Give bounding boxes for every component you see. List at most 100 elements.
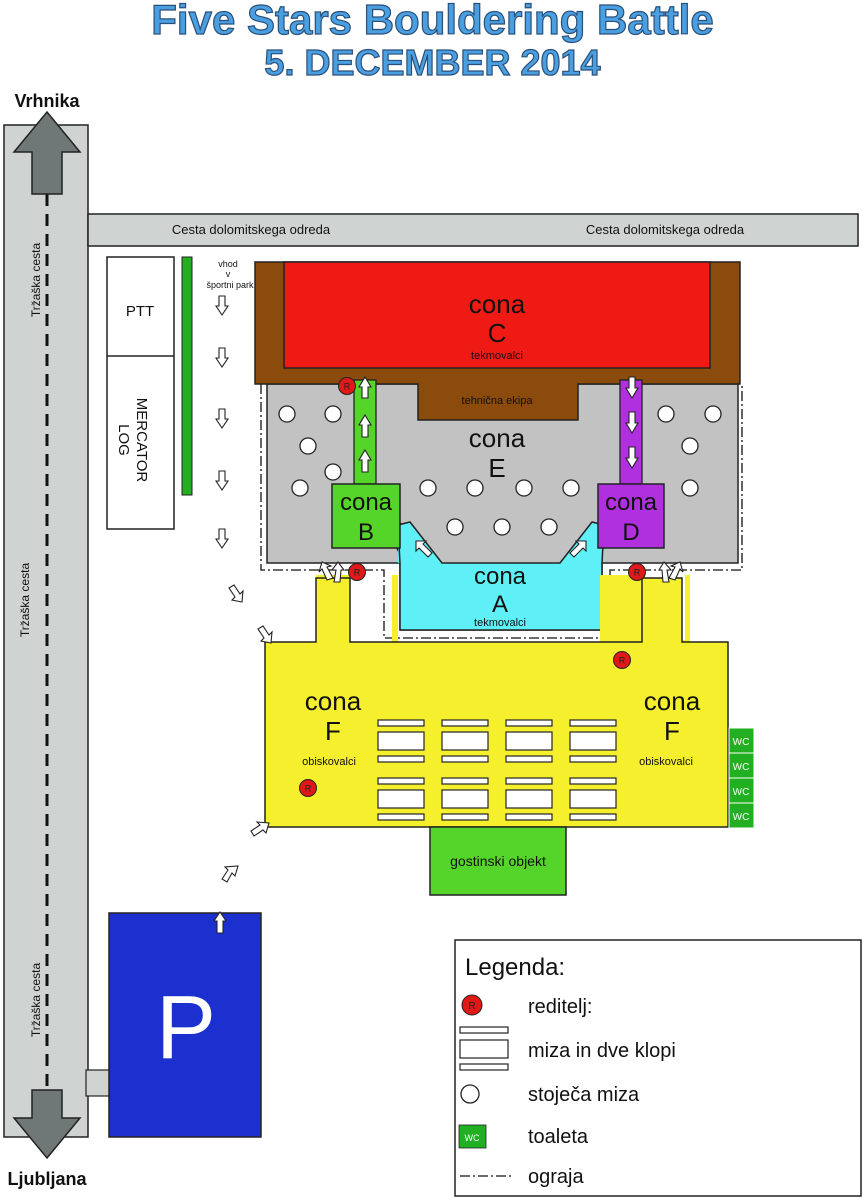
zone-e-letter: E (488, 453, 505, 483)
bench-table-part (569, 731, 617, 751)
road-label-1: Tržaška cesta (29, 243, 43, 318)
top-road (87, 213, 859, 247)
zone-e-word: cona (469, 423, 526, 453)
legend-table-icon (459, 1039, 509, 1059)
south-arrow-icon (12, 1089, 82, 1160)
arrow-down-icon (214, 470, 230, 491)
legend-wc-icon (458, 1124, 487, 1149)
arrow-down-icon (214, 528, 230, 549)
zone-f-right-letter: F (664, 716, 680, 746)
mercator-label-2: LOG (115, 424, 132, 456)
wc-label-1: WC (733, 737, 750, 748)
arrow-up-icon (358, 375, 372, 399)
zone-e-note: tehnična ekipa (462, 395, 534, 407)
label-vrhnika: Vrhnika (14, 91, 80, 111)
arrow-down-icon (214, 295, 230, 316)
bench-table-part (505, 777, 553, 785)
map-title: Five Stars Bouldering Battle (151, 0, 715, 44)
legend-item-director: reditelj: (528, 996, 592, 1018)
director-marker-letter: R (619, 656, 626, 666)
director-marker-icon (613, 651, 631, 669)
top-road-label-1: Cesta dolomitskega odreda (172, 222, 331, 237)
bench-table-part (569, 813, 617, 821)
zone-d-word: cona (605, 489, 658, 516)
arrow-diag-icon (668, 561, 684, 581)
entrance-label-2: v (226, 269, 231, 279)
zone-b-letter: B (358, 519, 374, 546)
director-marker-icon (299, 779, 317, 797)
bench-table-part (505, 755, 553, 763)
wc-blocks: WC WC WC WC (728, 727, 755, 829)
wc-label-4: WC (733, 812, 750, 823)
mercator-label: MERCATOR (133, 398, 150, 483)
legend-standing-icon (460, 1084, 480, 1104)
standing-tables (278, 405, 722, 536)
bench-table-part (377, 731, 425, 751)
legend-title: Legenda: (465, 954, 565, 981)
director-marker-icon (628, 563, 646, 581)
bench-table-part (569, 777, 617, 785)
bench-table-part (377, 813, 425, 821)
flow-arrows (318, 375, 684, 583)
arrow-diag-icon (569, 540, 587, 558)
arrow-up-icon (212, 911, 228, 934)
bench-table-part (441, 731, 489, 751)
legend-box (454, 939, 862, 1197)
bench-table-part (569, 719, 617, 727)
director-marker-letter: R (344, 382, 351, 392)
zone-f-left-letter: F (325, 716, 341, 746)
ptt-building (106, 256, 175, 530)
director-marker-letter: R (354, 568, 361, 578)
bench-table-part (441, 777, 489, 785)
bench-table-part (505, 719, 553, 727)
label-ljubljana: Ljubljana (7, 1169, 87, 1189)
zone-b (331, 483, 401, 549)
zone-c-note: tekmovalci (471, 350, 523, 362)
arrow-up-icon (358, 413, 372, 438)
arrow-down-icon (214, 347, 230, 368)
zone-f-left-note: obiskovalci (302, 756, 356, 768)
parking-icon: P (156, 978, 216, 1078)
roads: Vrhnika Ljubljana Tržaška cesta Tržaška … (3, 91, 859, 1189)
ptt-label: PTT (126, 303, 154, 320)
restaurant-label: gostinski objekt (450, 853, 546, 869)
arrow-down-icon (625, 446, 639, 470)
zone-d-letter: D (622, 519, 639, 546)
zone-a-letter: A (492, 591, 508, 618)
arrow-down-icon (625, 411, 639, 435)
legend-item-fence: ograja (528, 1166, 584, 1188)
road-label-2: Tržaška cesta (18, 563, 32, 638)
parking-lot (108, 912, 262, 1138)
legend-marker-icon (461, 994, 483, 1016)
director-marker-letter: R (305, 784, 312, 794)
top-road-label-2: Cesta dolomitskega odreda (586, 222, 745, 237)
bench-tables (377, 719, 617, 821)
arrow-diag-icon (318, 561, 334, 581)
arrow-diag-icon (228, 584, 244, 603)
zone-labels: cona C tekmovalci tehnična ekipa cona E … (302, 289, 701, 768)
zone-f-right-note: obiskovalci (639, 756, 693, 768)
restaurant (429, 826, 567, 896)
zone-f-left-word: cona (305, 686, 362, 716)
entrance-label-3: športni park (206, 280, 254, 290)
zone-f-right-word: cona (644, 686, 701, 716)
walking-path-arrows (212, 295, 273, 934)
zone-a-word: cona (474, 563, 527, 590)
arrow-diag-icon (658, 561, 673, 583)
zone-a-note: tekmovalci (474, 617, 526, 629)
zone-c (283, 261, 711, 369)
bench-table-part (441, 755, 489, 763)
bench-table-part (569, 789, 617, 809)
bench-table-part (377, 755, 425, 763)
parking-access (85, 1069, 113, 1097)
arrow-diag-icon (221, 865, 239, 883)
bench-table-part (441, 789, 489, 809)
bench-table-part (377, 777, 425, 785)
zone-c-word: cona (469, 289, 526, 319)
north-arrow-icon (12, 110, 82, 195)
fence (260, 384, 743, 639)
arrow-diag-icon (415, 540, 433, 558)
bench-table-part (377, 719, 425, 727)
